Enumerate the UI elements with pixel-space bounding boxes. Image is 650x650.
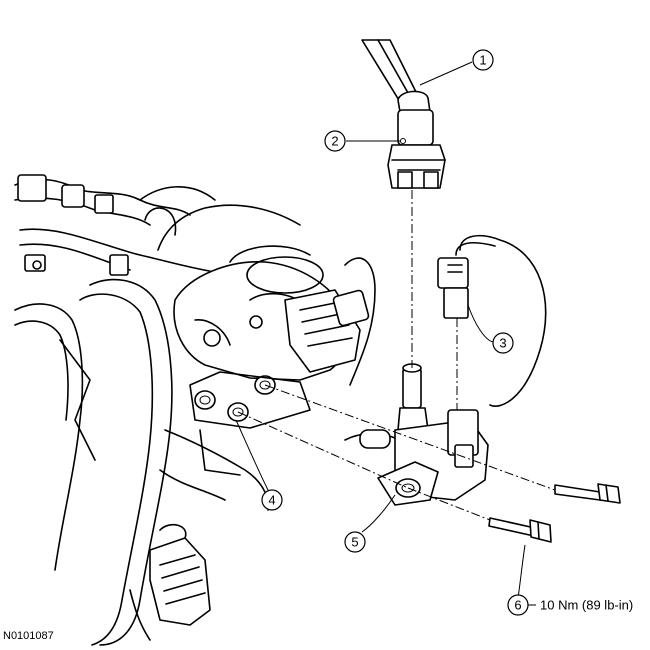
sensor-bracket-assembly [344, 363, 489, 506]
bolts [488, 483, 621, 543]
engine-assembly-art [14, 174, 376, 646]
figure-id: N0101087 [3, 630, 54, 642]
callout-1-label: 1 [479, 53, 486, 68]
callout-6-label: 6 [514, 598, 521, 613]
callout-4-label: 4 [268, 493, 275, 508]
electrical-connector [437, 234, 547, 407]
callout-1: 1 [419, 49, 494, 86]
callout-3: 3 [467, 304, 514, 354]
alignment-lines [237, 190, 556, 521]
callout-4: 4 [235, 419, 283, 511]
vacuum-hose [361, 39, 431, 118]
quick-connect-fitting [387, 109, 446, 189]
torque-spec: 10 Nm (89 lb-in) [540, 598, 633, 613]
callout-5: 5 [344, 494, 396, 553]
callout-3-label: 3 [499, 336, 506, 351]
callout-5-label: 5 [351, 535, 358, 550]
callout-2: 2 [324, 130, 400, 152]
callout-6: 6 10 Nm (89 lb-in) [507, 544, 633, 616]
callout-2-label: 2 [331, 134, 338, 149]
